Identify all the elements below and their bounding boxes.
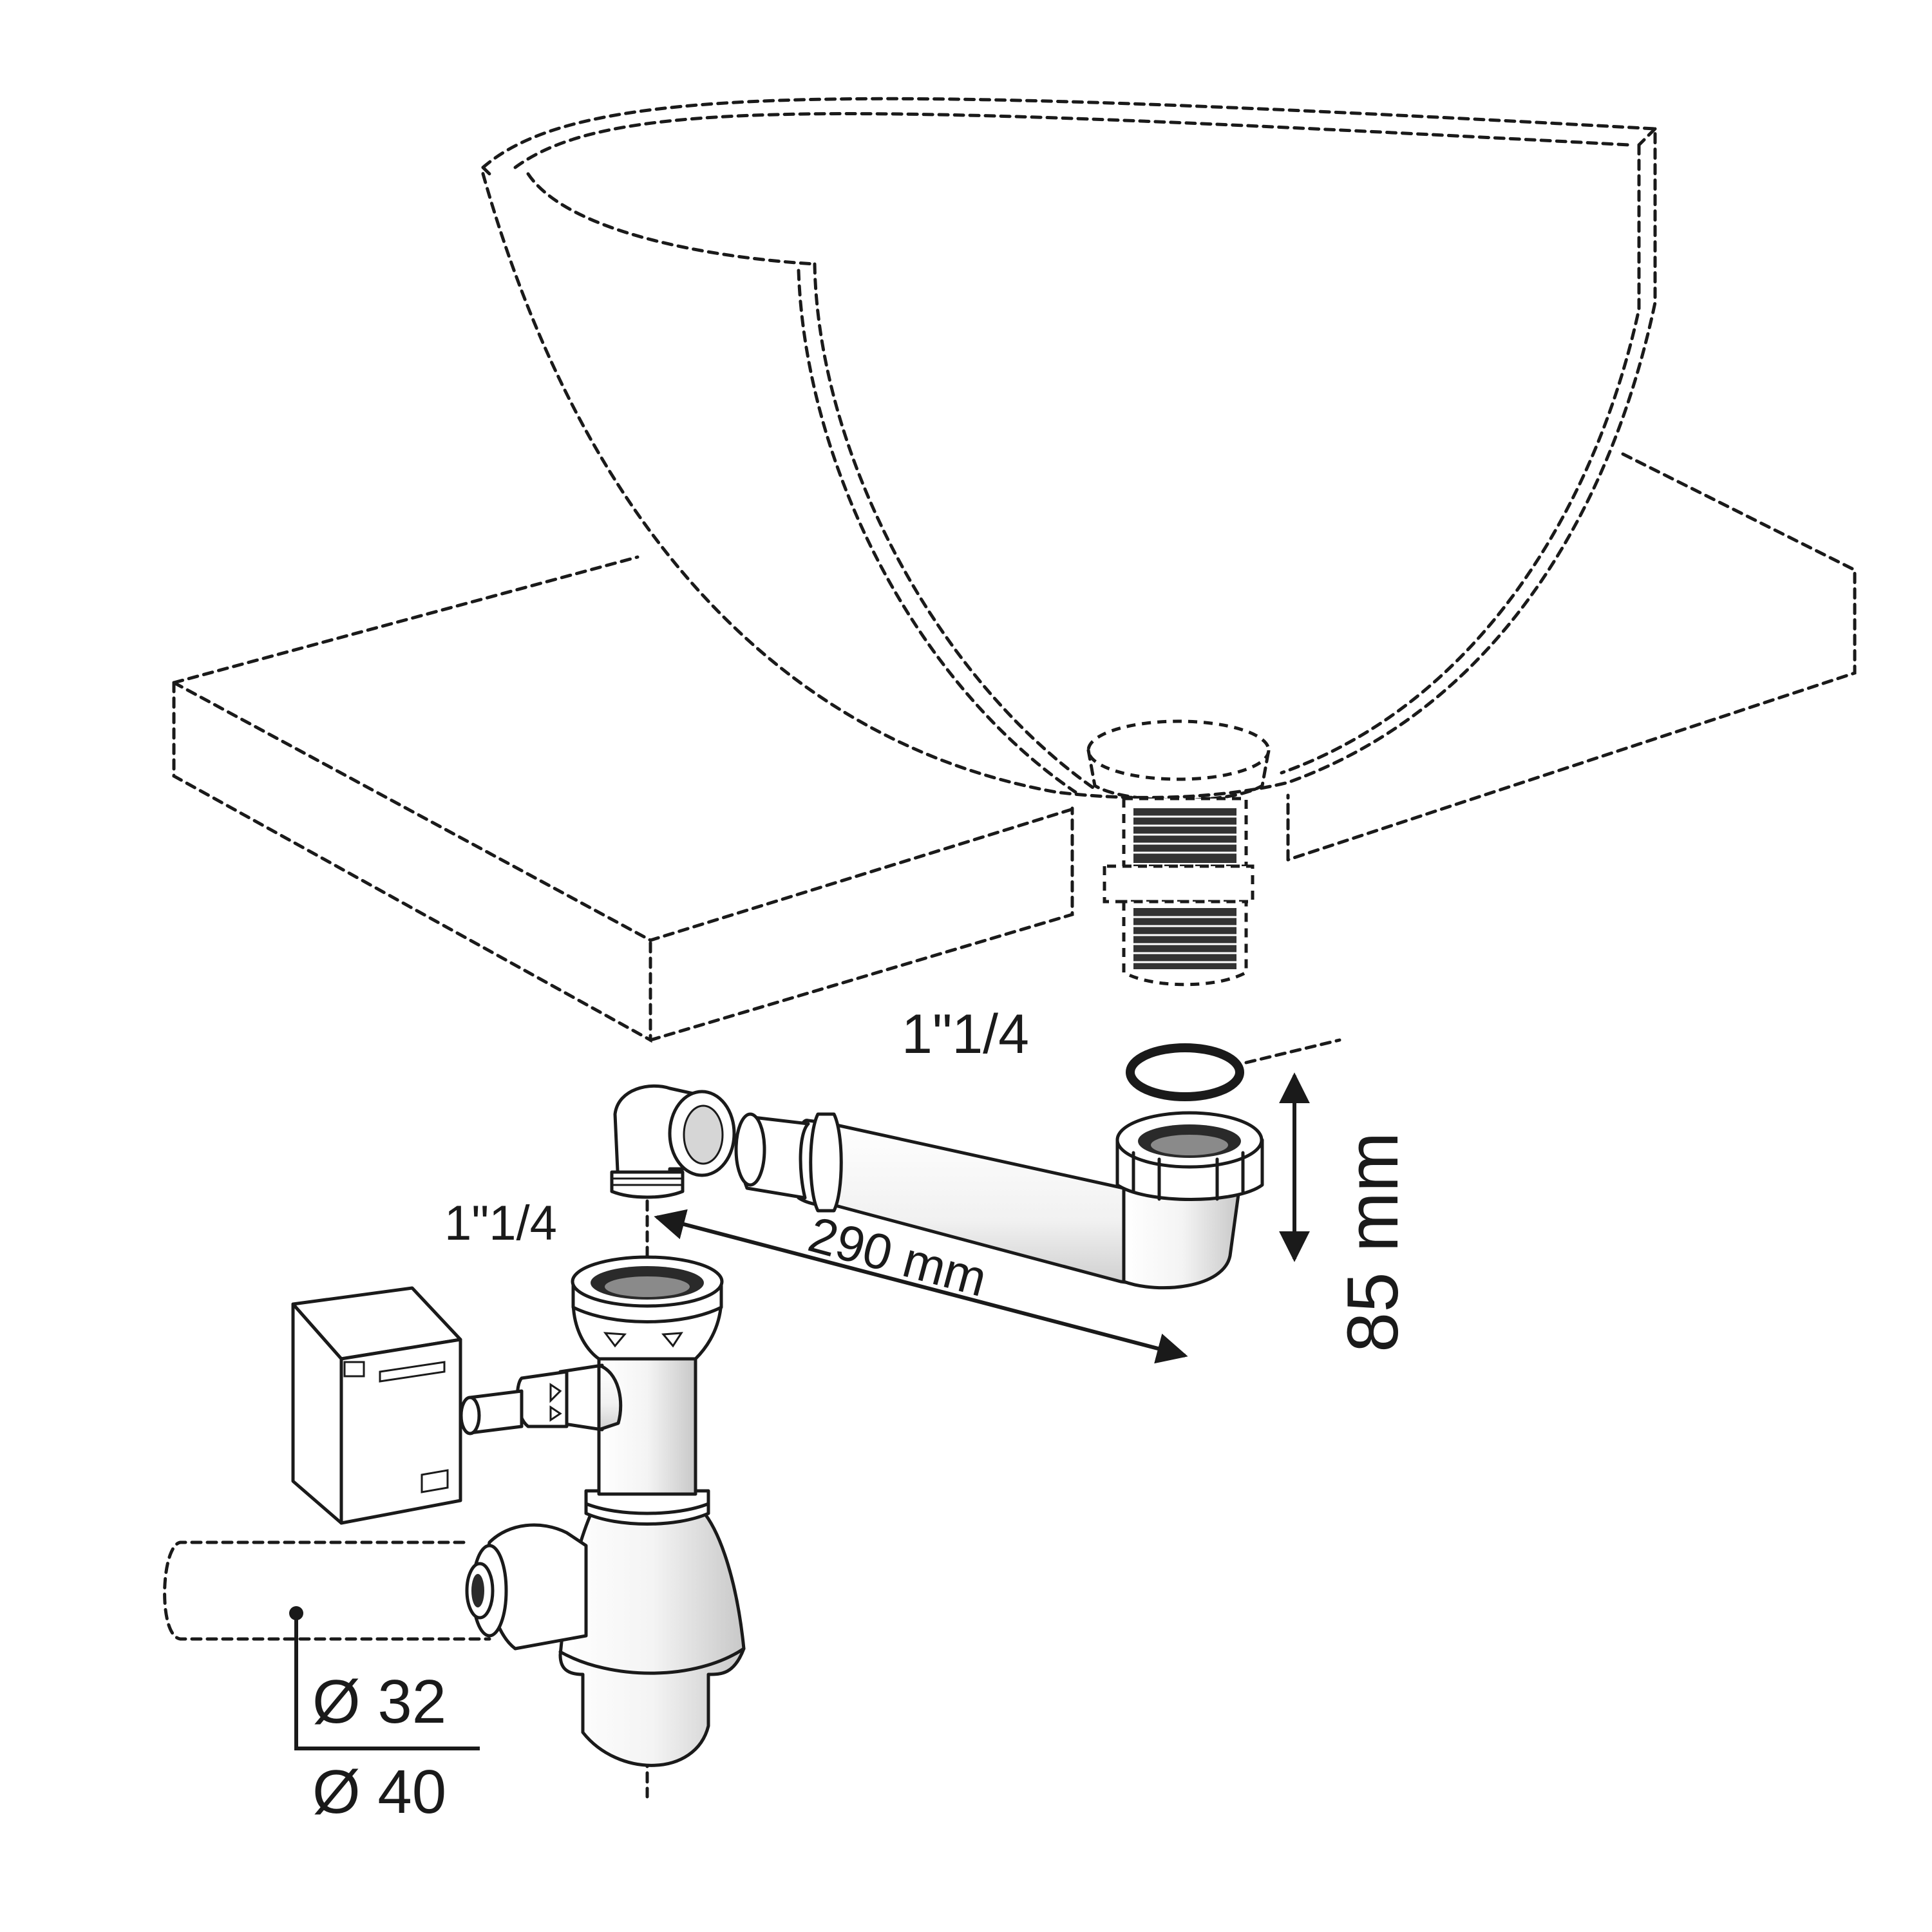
length-dimension-arrow — [654, 1209, 1188, 1364]
thread-size-label-left: 1"1/4 — [444, 1196, 557, 1251]
bottle-trap-siphon — [459, 1255, 746, 1767]
seal-ring — [1126, 1038, 1341, 1101]
diameter-leader — [289, 1606, 480, 1750]
extension-pipe — [734, 1111, 1264, 1290]
drain-thread — [1133, 808, 1236, 969]
diameter-label-small: Ø 32 — [312, 1667, 446, 1736]
wall-pipe — [163, 1540, 491, 1641]
basin-outline — [481, 97, 1657, 799]
diameter-label-large: Ø 40 — [312, 1757, 446, 1826]
elbow-fitting — [610, 1084, 736, 1199]
countertop-outline — [172, 452, 1857, 1043]
washing-machine-icon — [291, 1286, 462, 1525]
drain-valve — [1086, 719, 1271, 987]
thread-size-label-top: 1"1/4 — [902, 1003, 1029, 1065]
height-label: 85 mm — [1332, 1132, 1413, 1352]
